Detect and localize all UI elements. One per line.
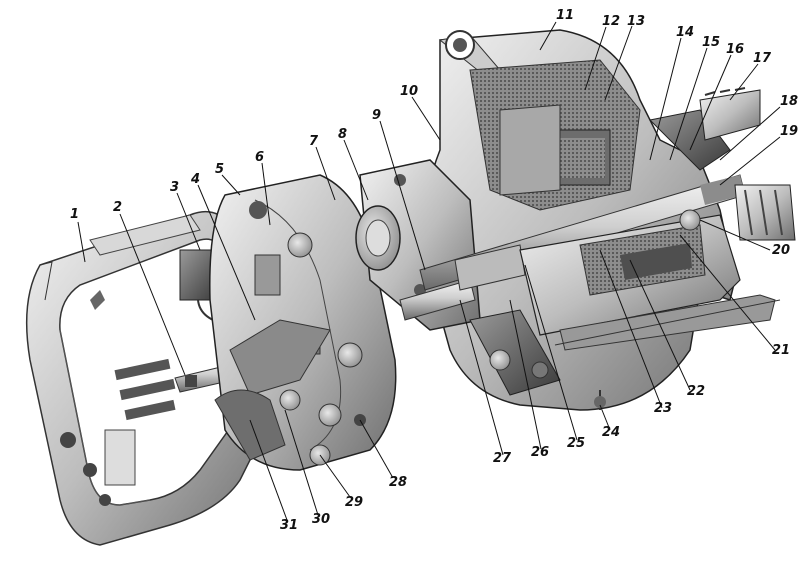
callout-13: 13 — [627, 14, 646, 29]
callout-1: 1 — [70, 207, 80, 222]
callout-22: 22 — [687, 384, 706, 399]
callout-17: 17 — [753, 51, 772, 66]
callout-3: 3 — [170, 180, 180, 195]
callout-2: 2 — [113, 200, 123, 215]
callout-21: 21 — [772, 343, 791, 358]
callout-23: 23 — [654, 401, 673, 416]
callout-4: 4 — [191, 172, 201, 187]
callout-26: 26 — [531, 445, 550, 460]
callout-6: 6 — [255, 150, 265, 165]
callout-24: 24 — [602, 425, 621, 440]
stator-core — [469, 214, 781, 396]
rectifier-plate — [209, 174, 397, 471]
callout-7: 7 — [309, 134, 319, 149]
callout-19: 19 — [780, 124, 799, 139]
callout-29: 29 — [345, 495, 364, 510]
callout-12: 12 — [602, 14, 621, 29]
callout-10: 10 — [400, 84, 419, 99]
callout-5: 5 — [215, 162, 225, 177]
callout-9: 9 — [372, 108, 382, 123]
callout-18: 18 — [780, 94, 799, 109]
callout-16: 16 — [726, 42, 745, 57]
callout-11: 11 — [556, 8, 575, 23]
callout-27: 27 — [493, 451, 512, 466]
callout-20: 20 — [772, 243, 791, 258]
callout-30: 30 — [312, 512, 331, 527]
pulley-assembly — [648, 87, 796, 241]
callout-31: 31 — [280, 518, 299, 533]
leader-lines — [77, 21, 781, 521]
callout-15: 15 — [702, 35, 721, 50]
rotor-shaft — [399, 174, 746, 321]
callout-28: 28 — [389, 475, 408, 490]
callout-8: 8 — [338, 127, 348, 142]
callout-14: 14 — [676, 25, 695, 40]
callout-25: 25 — [567, 436, 586, 451]
